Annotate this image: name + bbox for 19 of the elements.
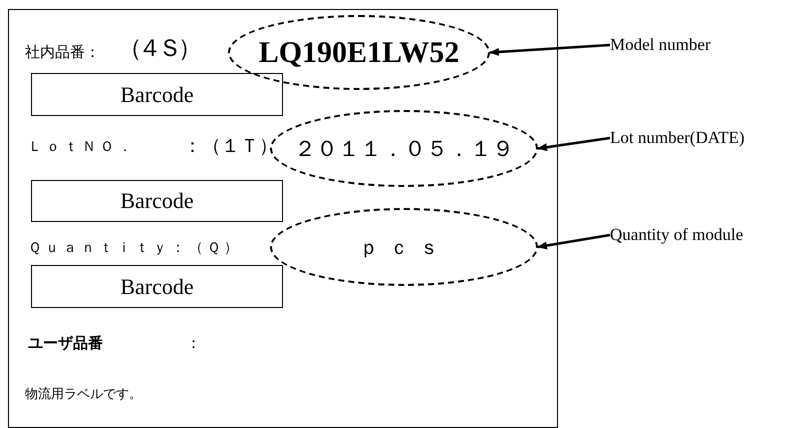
callout-label: Model number: [610, 34, 760, 56]
dashed-ellipse-callout: LQ190E1LW52: [228, 15, 490, 90]
dashed-ellipse-callout: ｐｃｓ: [270, 208, 538, 286]
field-label: 社内品番：: [25, 45, 100, 60]
dashed-ellipse-callout: ２０１１．０５．１９: [270, 110, 538, 187]
field-code: （４Ｓ）: [118, 37, 198, 61]
field-label: ユーザ品番: [28, 336, 103, 351]
barcode-box: Barcode: [31, 180, 283, 222]
barcode-box: Barcode: [31, 265, 283, 308]
callout-label: Lot number(DATE): [610, 127, 800, 149]
separator-colon: ：: [186, 336, 201, 351]
barcode-box: Barcode: [31, 73, 283, 116]
leader-arrow: [537, 136, 610, 152]
field-label: ＬｏｔＮＯ．: [28, 140, 136, 154]
leader-arrow: [489, 44, 610, 56]
leader-arrow: [537, 234, 610, 250]
field-label: Ｑｕａｎｔｉｔｙ：（Ｑ）: [28, 241, 242, 255]
footer-note: 物流用ラベルです。: [25, 388, 142, 401]
callout-label: Quantity of module: [610, 224, 800, 246]
